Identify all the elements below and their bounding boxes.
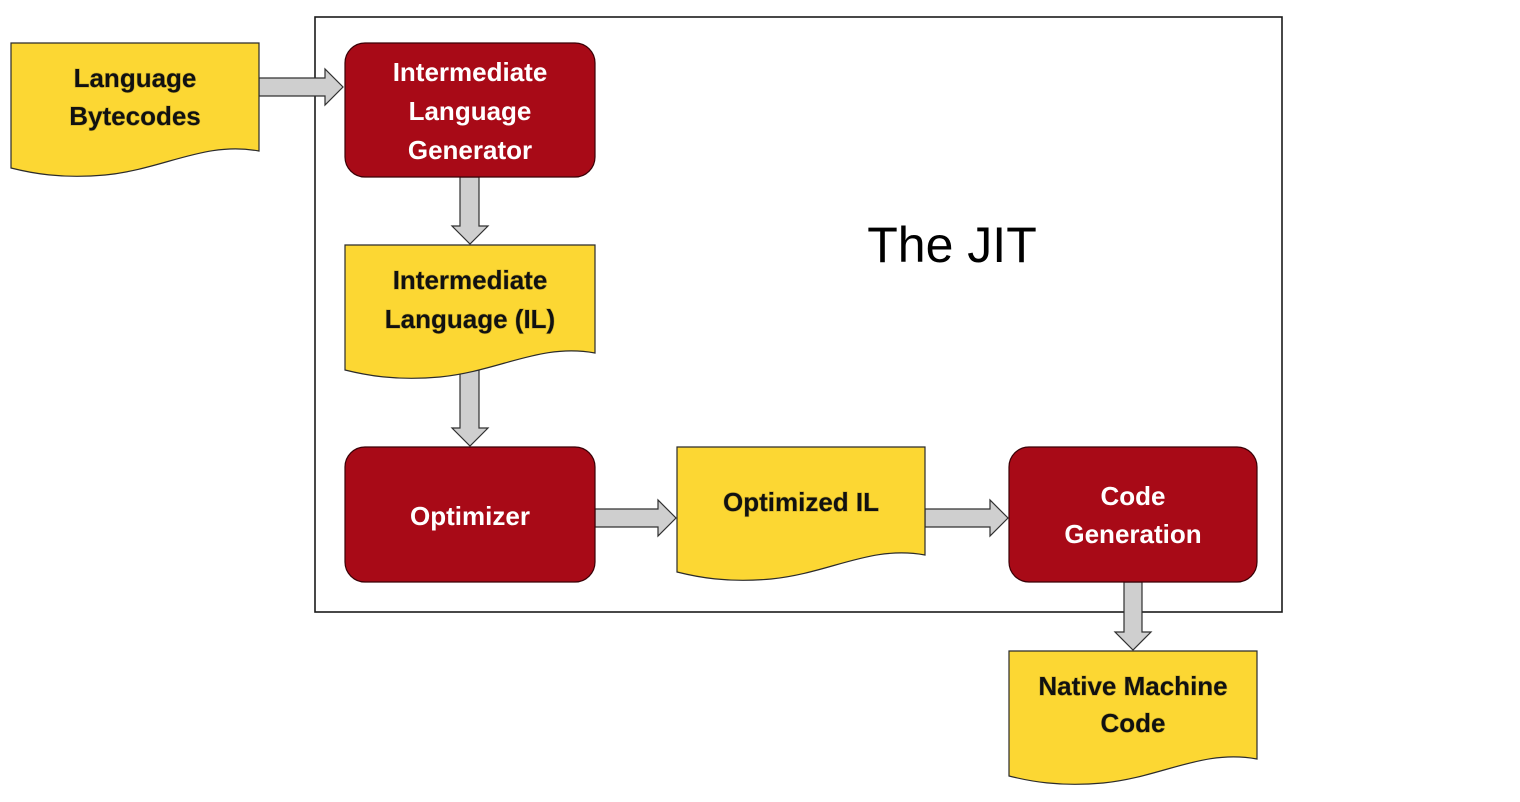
il-generator-label-line-3: Generator [408,135,532,165]
arrow-optimizer-to-optimized-il [594,498,677,538]
il-generator-label-line-1: Intermediate [393,57,548,87]
optimized-il-label-line-1: Optimized IL [723,487,879,517]
il-generator-label-line-2: Language [409,96,532,126]
node-optimized-il: Optimized IL [676,446,926,581]
intermediate-language-label-line-2: Language (IL) [385,304,555,334]
flow-arrows [258,67,1153,651]
jit-boundary-frame [314,16,1283,613]
optimized-il-document-shape [676,446,926,581]
optimizer-label-line-1: Optimizer [410,501,530,531]
arrow-il-generator-to-il [450,176,490,245]
arrow-bytecodes-to-il-generator [258,67,344,107]
optimizer-process-shape [344,446,596,583]
node-optimizer: Optimizer [344,446,596,583]
intermediate-language-label-line-1: Intermediate [393,265,548,295]
language-bytecodes-label-line-1: Language [74,63,197,93]
native-machine-code-label-line-2: Code [1101,708,1166,738]
arrow-il-to-optimizer [450,369,490,447]
language-bytecodes-document-shape [10,42,260,177]
language-bytecodes-label-line-2: Bytecodes [69,101,201,131]
arrow-optimized-il-to-code-generation [924,498,1009,538]
native-machine-code-document-shape [1008,650,1258,785]
code-generation-label-line-2: Generation [1064,519,1201,549]
code-generation-label-line-1: Code [1101,481,1166,511]
intermediate-language-document-shape [344,244,596,379]
arrow-code-generation-to-native-code [1113,581,1153,651]
native-machine-code-label-line-1: Native Machine [1038,671,1227,701]
code-generation-process-shape [1008,446,1258,583]
il-generator-process-shape [344,42,596,178]
diagram-title: The JIT [867,217,1036,273]
